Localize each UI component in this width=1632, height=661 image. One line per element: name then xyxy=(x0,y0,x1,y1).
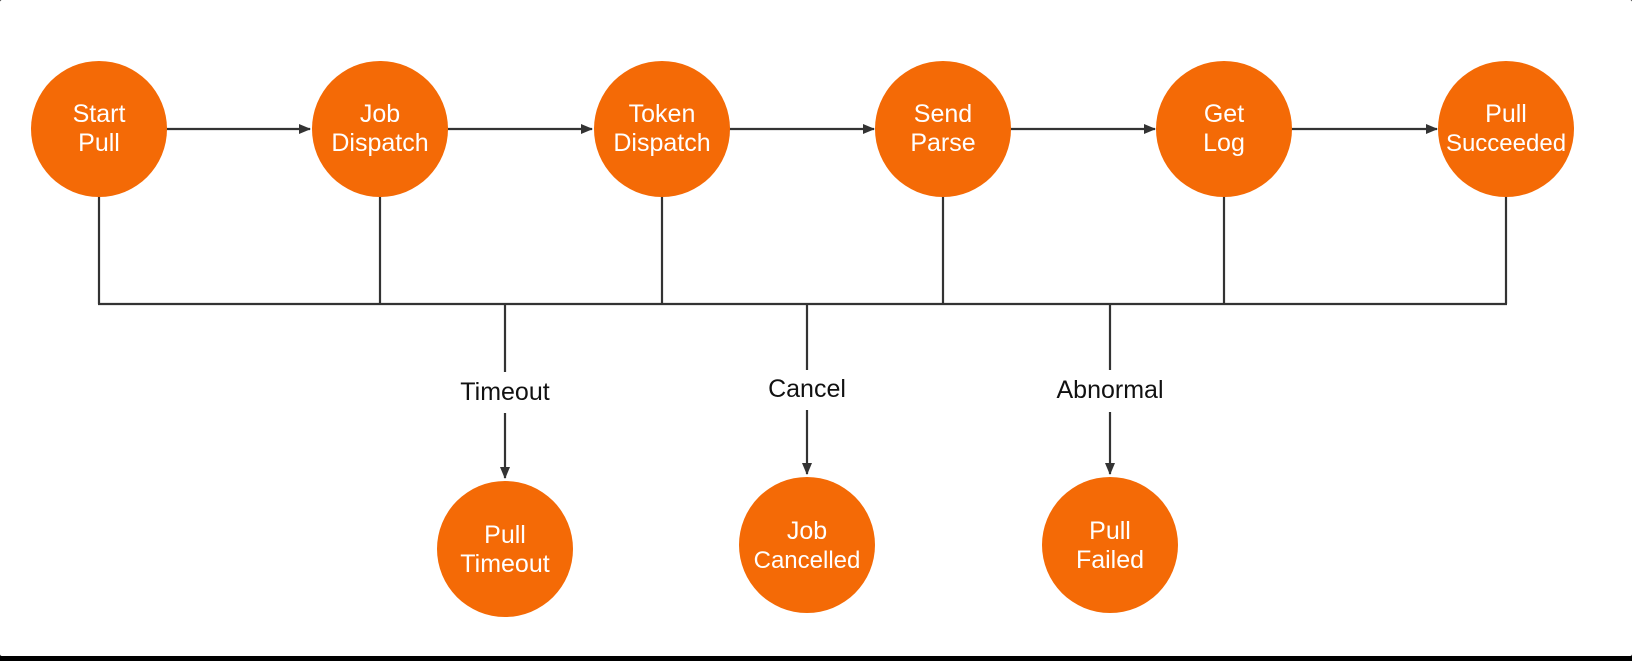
node-send-parse: Send Parse xyxy=(875,61,1011,197)
node-circle xyxy=(1438,61,1574,197)
node-label-line1: Token xyxy=(629,100,696,128)
node-label-line1: Pull xyxy=(1089,517,1131,545)
branch-label-abnormal: Abnormal xyxy=(1057,376,1164,404)
node-label-line1: Pull xyxy=(1485,100,1527,128)
branch-label-timeout: Timeout xyxy=(460,378,549,406)
node-pull-failed: Pull Failed xyxy=(1042,477,1178,613)
node-circle xyxy=(875,61,1011,197)
node-circle xyxy=(312,61,448,197)
node-token-dispatch: Token Dispatch xyxy=(594,61,730,197)
node-label-line2: Succeeded xyxy=(1446,130,1566,157)
node-circle xyxy=(739,477,875,613)
node-label-line2: Log xyxy=(1203,129,1245,157)
node-label-line2: Pull xyxy=(78,129,120,157)
node-label-line1: Get xyxy=(1204,100,1244,128)
node-label-line2: Parse xyxy=(910,129,975,157)
node-get-log: Get Log xyxy=(1156,61,1292,197)
node-label-line1: Pull xyxy=(484,521,526,549)
node-circle xyxy=(1042,477,1178,613)
node-label-line1: Job xyxy=(360,100,400,128)
node-circle xyxy=(1156,61,1292,197)
node-label-line2: Dispatch xyxy=(331,129,428,157)
node-start-pull: Start Pull xyxy=(31,61,167,197)
node-label-line2: Timeout xyxy=(460,550,549,578)
node-circle xyxy=(31,61,167,197)
node-label-line2: Cancelled xyxy=(754,547,861,574)
node-label-line1: Start xyxy=(73,100,126,128)
node-label-line2: Failed xyxy=(1076,546,1144,574)
node-circle xyxy=(594,61,730,197)
node-job-cancelled: Job Cancelled xyxy=(739,477,875,613)
node-label-line2: Dispatch xyxy=(613,129,710,157)
node-pull-timeout: Pull Timeout xyxy=(437,481,573,617)
branch-label-cancel: Cancel xyxy=(768,375,846,403)
node-job-dispatch: Job Dispatch xyxy=(312,61,448,197)
node-label-line1: Job xyxy=(787,517,827,545)
node-pull-succeeded: Pull Succeeded xyxy=(1438,61,1574,197)
node-label-line1: Send xyxy=(914,100,972,128)
node-circle xyxy=(437,481,573,617)
